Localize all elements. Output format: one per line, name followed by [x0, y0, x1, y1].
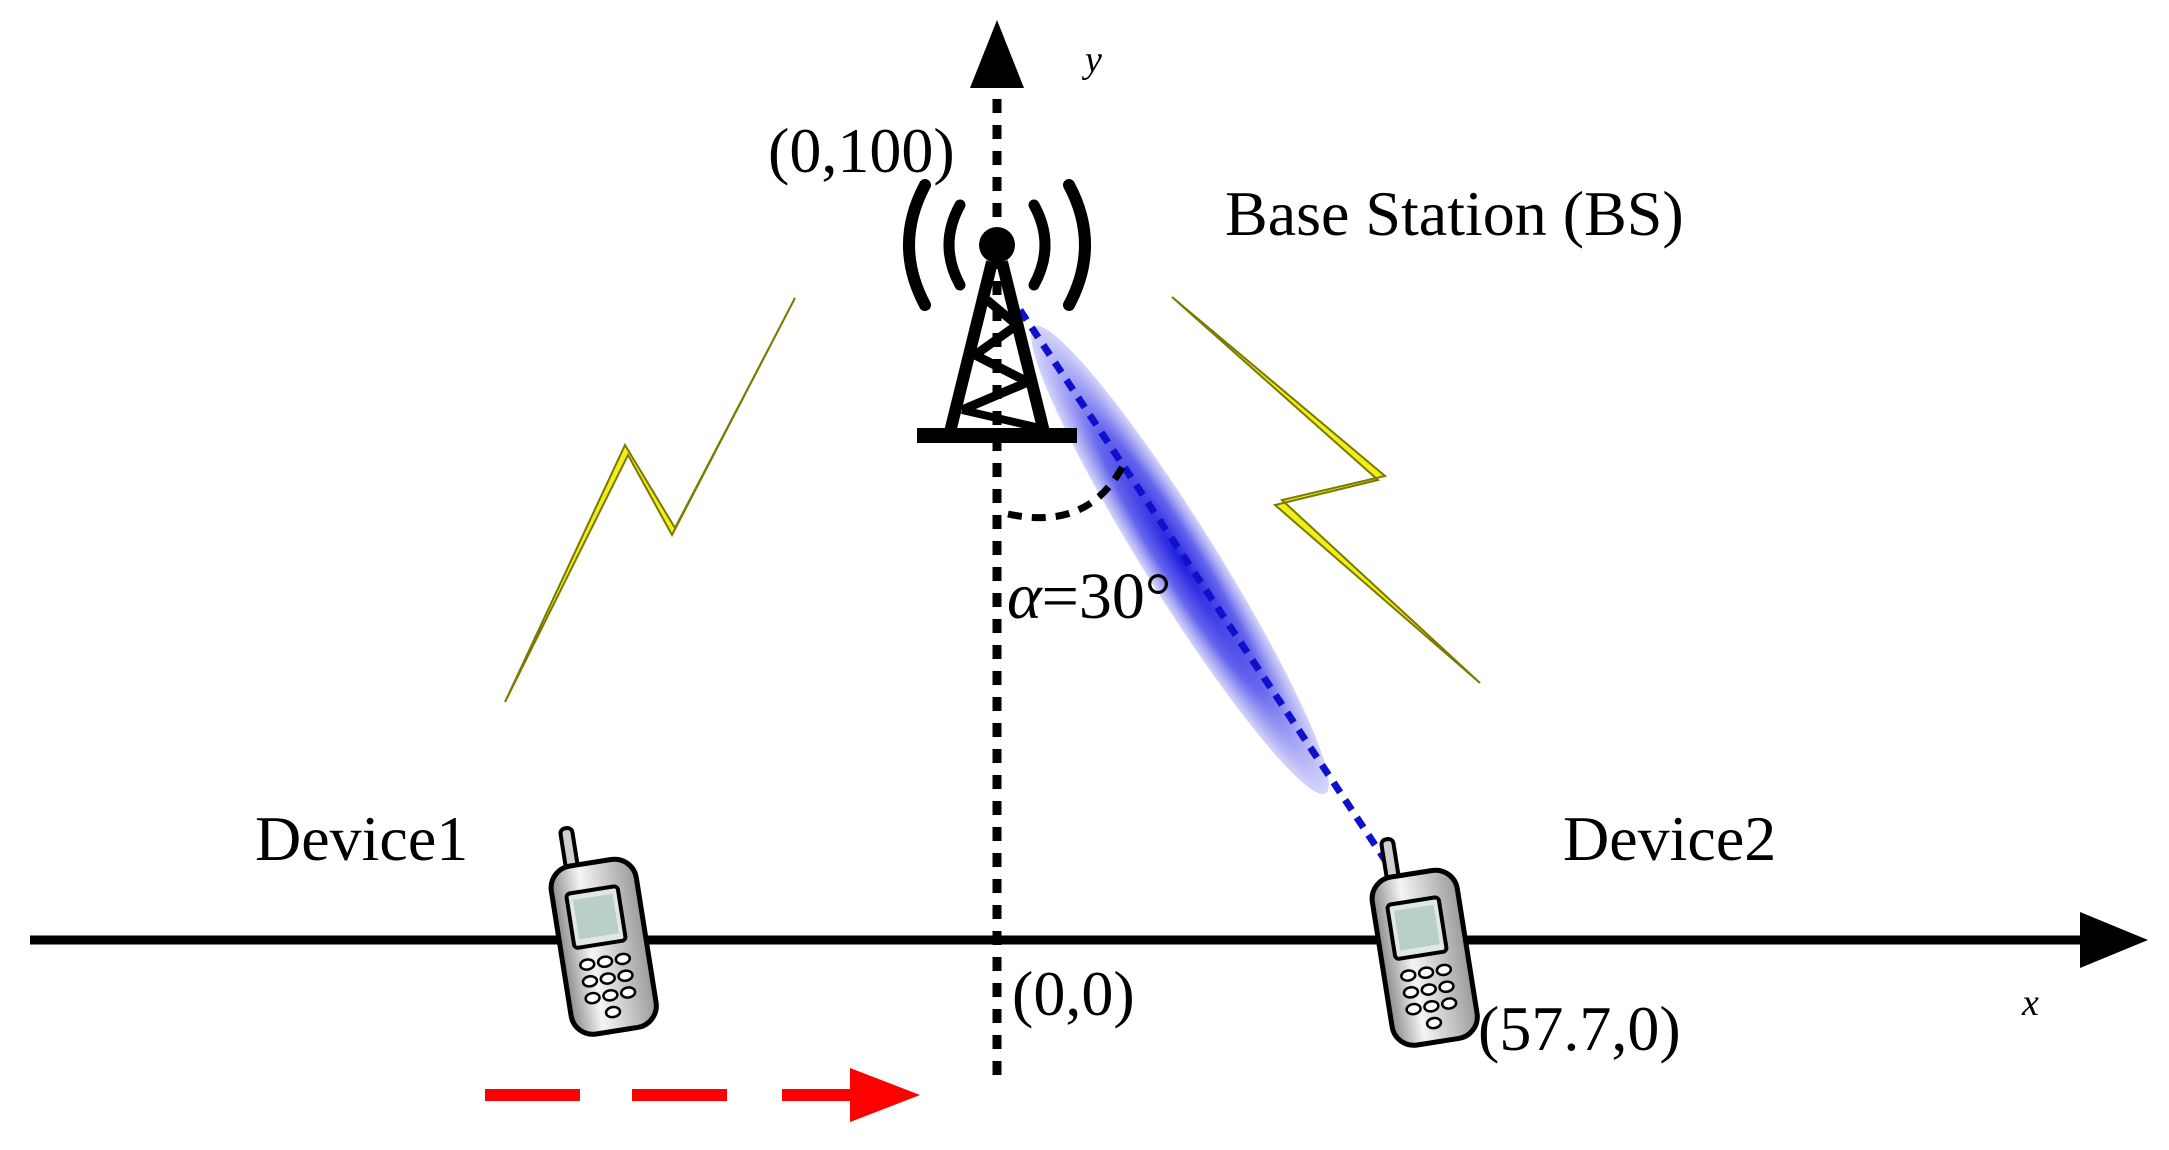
- y-axis: [970, 20, 1024, 1075]
- x-axis-label: x: [2021, 982, 2039, 1024]
- bs-coordinate-label: (0,100): [768, 115, 955, 186]
- right-lightning-bolt: [1171, 296, 1481, 684]
- y-axis-label: y: [1081, 39, 1102, 81]
- left-lightning-bolt: [504, 297, 796, 703]
- beam-line: [1017, 308, 1388, 862]
- device1-label: Device1: [255, 803, 468, 874]
- angle-value: =30°: [1042, 560, 1172, 633]
- base-station-label: Base Station (BS): [1225, 178, 1684, 249]
- base-station-tower-icon: [903, 179, 1091, 443]
- device2-coordinate-label: (57.7,0): [1478, 993, 1681, 1064]
- device1-phone-icon: [548, 826, 659, 1037]
- angle-arc: [1007, 460, 1129, 522]
- angle-symbol: α: [1007, 560, 1043, 633]
- angle-label: α=30°: [1007, 560, 1171, 633]
- motion-arrow: [485, 1068, 920, 1122]
- device2-label: Device2: [1563, 803, 1776, 874]
- origin-label: (0,0): [1012, 958, 1135, 1029]
- device2-phone-icon: [1369, 837, 1480, 1048]
- x-axis: [30, 912, 2148, 968]
